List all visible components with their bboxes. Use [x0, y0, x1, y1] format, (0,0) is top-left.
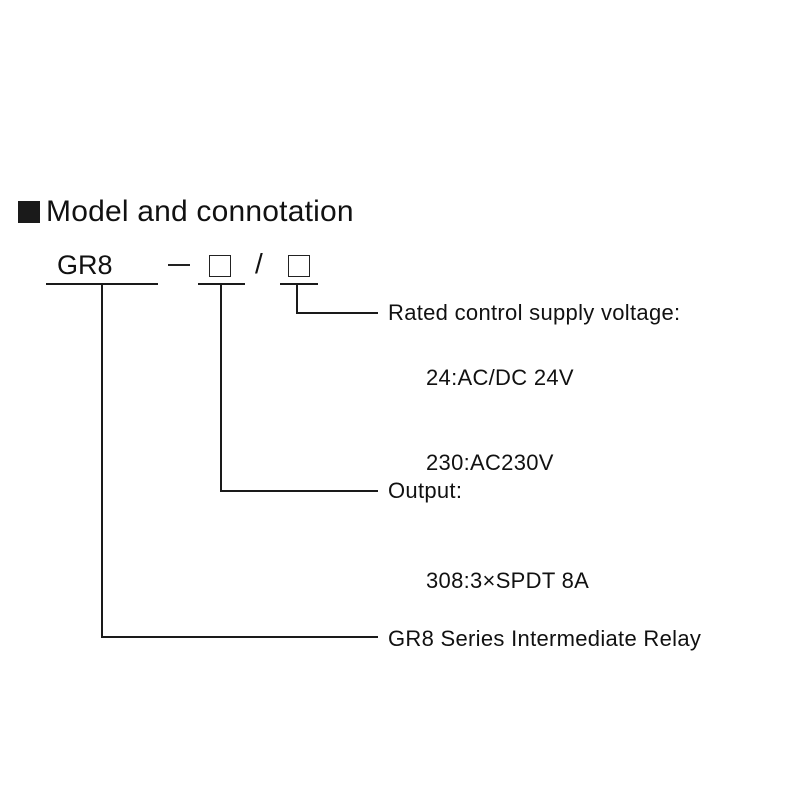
voltage-option-24: 24:AC/DC 24V — [426, 365, 574, 390]
output-option-308: 308:3×SPDT 8A — [426, 568, 590, 593]
voltage-label: Rated control supply voltage: — [388, 300, 681, 325]
voltage-code-placeholder — [288, 255, 310, 277]
voltage-option-230: 230:AC230V — [426, 450, 554, 475]
filled-square-icon — [18, 201, 40, 223]
series-label: GR8 Series Intermediate Relay — [388, 626, 702, 651]
model-prefix: GR8 — [57, 250, 113, 280]
output-label: Output: — [388, 478, 463, 503]
section-heading: Model and connotation — [18, 192, 354, 232]
model-dash-separator — [168, 264, 190, 266]
model-slash-separator: / — [255, 248, 263, 279]
heading-title: Model and connotation — [46, 195, 354, 228]
output-code-placeholder — [209, 255, 231, 277]
